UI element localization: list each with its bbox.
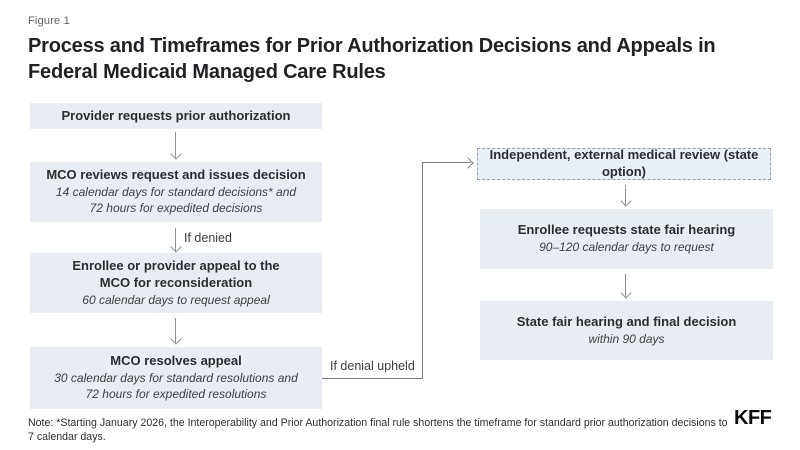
footnote: Note: *Starting January 2026, the Intero…: [28, 417, 728, 443]
connector-line-vertical: [422, 162, 423, 378]
flow-step-detail: 14 calendar days for standard decisions*…: [55, 184, 297, 199]
flow-step-detail: 90–120 calendar days to request: [539, 240, 714, 255]
edge-label-if-denied: If denied: [184, 231, 232, 245]
arrow-down-icon: [625, 185, 626, 205]
flow-step-fair-hearing-decision: State fair hearing and final decision wi…: [480, 301, 773, 360]
flow-step-detail: 30 calendar days for standard resolution…: [54, 370, 298, 385]
flow-step-label: Provider requests prior authorization: [61, 107, 291, 123]
flow-step-external-review: Independent, external medical review (st…: [477, 147, 771, 180]
flow-step-appeal-to-mco: Enrollee or provider appeal to the MCO f…: [30, 253, 322, 313]
flow-step-label: Enrollee requests state fair hearing: [517, 222, 736, 238]
flow-step-mco-resolves: MCO resolves appeal 30 calendar days for…: [30, 347, 322, 409]
flow-step-detail: 60 calendar days to request appeal: [82, 292, 270, 307]
arrow-down-icon: [625, 274, 626, 297]
flow-step-fair-hearing-request: Enrollee requests state fair hearing 90–…: [480, 209, 773, 269]
kff-logo: KFF: [734, 407, 772, 429]
arrow-down-icon: [175, 132, 176, 158]
flow-step-label: MCO resolves appeal: [110, 352, 242, 368]
connector-arrow-right-icon: [422, 162, 471, 163]
page-title: Process and Timeframes for Prior Authori…: [28, 35, 716, 83]
connector-line-bottom: [322, 378, 423, 379]
flow-step-label: MCO reviews request and issues decision: [46, 166, 306, 182]
arrow-down-icon: [175, 318, 176, 343]
flow-step-detail: within 90 days: [588, 331, 665, 346]
flow-step-detail: 72 hours for expedited decisions: [89, 201, 263, 216]
arrow-down-icon: [175, 228, 176, 251]
figure-label: Figure 1: [28, 15, 70, 27]
edge-label-if-denial-upheld: If denial upheld: [330, 359, 415, 373]
flow-step-label: Independent, external medical review (st…: [489, 147, 759, 179]
flow-step-label: State fair hearing and final decision: [516, 313, 737, 329]
flow-step-detail: 72 hours for expedited resolutions: [85, 387, 267, 402]
flow-step-mco-reviews: MCO reviews request and issues decision …: [30, 162, 322, 222]
flow-step-label: Enrollee or provider appeal to the MCO f…: [72, 257, 280, 290]
flow-step-provider-request: Provider requests prior authorization: [30, 103, 322, 129]
